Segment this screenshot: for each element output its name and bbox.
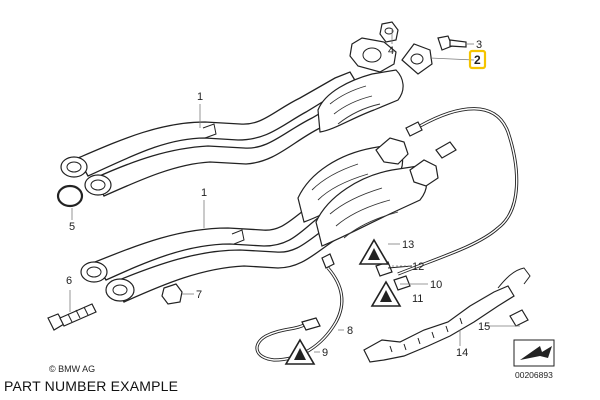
front-pipe-lower[interactable] [80, 137, 439, 303]
callout-3: 3 [476, 39, 482, 51]
copyright-notice: © BMW AG [49, 364, 96, 374]
gasket-2[interactable] [401, 43, 433, 75]
callout-10: 10 [430, 279, 442, 291]
warning-triangle-9 [284, 338, 316, 365]
flange-right-upper [84, 174, 112, 196]
callout-14: 14 [456, 347, 468, 359]
bracket-14[interactable] [363, 285, 515, 363]
view-direction-icon [513, 339, 555, 367]
callout-2[interactable]: 2 [474, 53, 481, 67]
callout-1-upper: 1 [197, 91, 203, 103]
bolt-3[interactable] [437, 35, 467, 51]
gasket-ring-5[interactable] [56, 184, 84, 208]
catalytic-converter-upper [317, 69, 404, 133]
warning-triangle-13 [358, 238, 390, 265]
flange-left-lower [80, 261, 108, 283]
oxygen-sensor-wire-upper[interactable] [397, 107, 519, 276]
warning-triangle-10 [370, 280, 402, 307]
page-caption: PART NUMBER EXAMPLE [4, 378, 179, 394]
nut-7[interactable] [161, 283, 183, 305]
leader-lines [69, 28, 520, 353]
callout-11: 11 [412, 293, 423, 305]
callout-5: 5 [69, 221, 75, 233]
callout-6: 6 [66, 275, 72, 287]
bolt-6[interactable] [47, 303, 97, 331]
callout-2-highlight [468, 49, 487, 70]
oxygen-sensor-11[interactable] [393, 275, 411, 291]
callout-13: 13 [402, 239, 414, 251]
callout-1-lower: 1 [201, 187, 207, 199]
oxygen-sensor-wire-lower[interactable] [255, 253, 344, 362]
callout-15: 15 [478, 321, 490, 333]
callout-9: 9 [322, 347, 328, 359]
nut-4[interactable] [379, 21, 399, 43]
callout-8: 8 [347, 325, 353, 337]
drawing-number: 00206893 [515, 370, 553, 380]
outlet-flange-upper [349, 37, 397, 73]
flange-right-lower [105, 278, 135, 302]
front-pipe-upper[interactable] [60, 37, 404, 197]
callout-4: 4 [388, 45, 394, 57]
wire-harness-15[interactable] [497, 267, 531, 327]
flange-left-upper [60, 156, 88, 178]
callout-12: 12 [412, 261, 424, 273]
callout-7: 7 [196, 289, 202, 301]
